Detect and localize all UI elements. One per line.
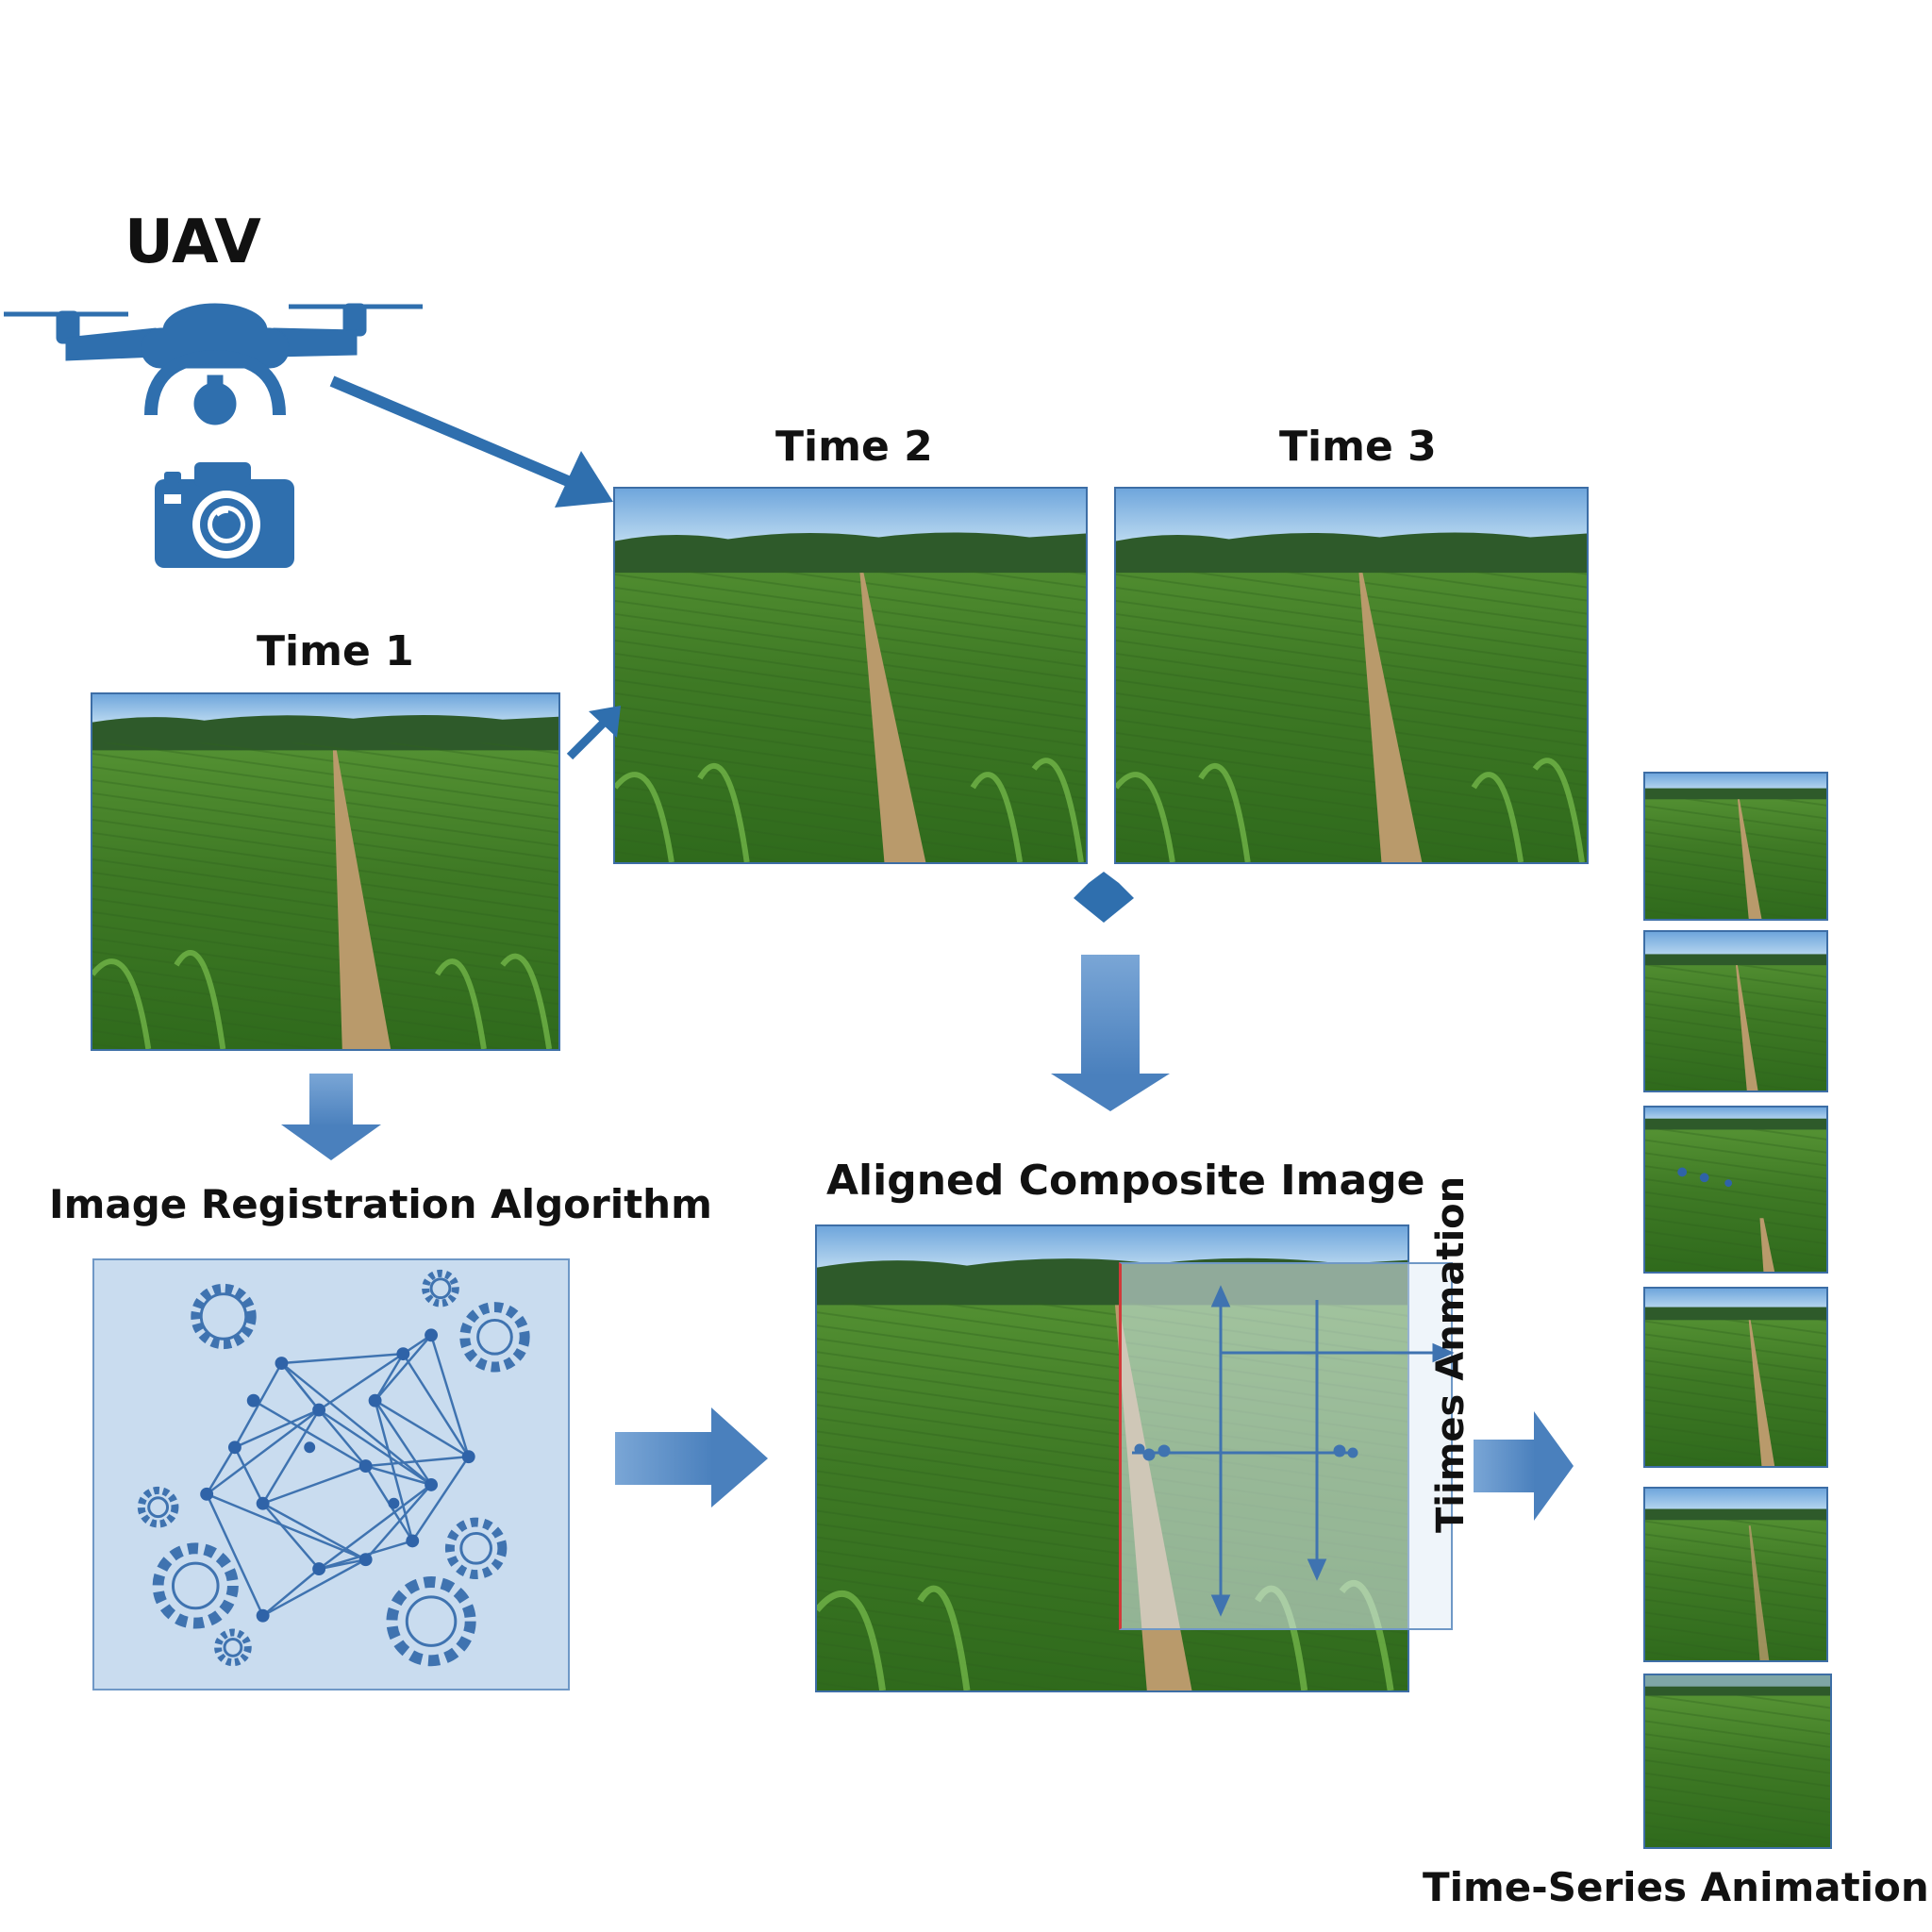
composite-label: Aligned Composite Image xyxy=(826,1157,1425,1205)
aligned-overlay-layer xyxy=(1119,1262,1453,1630)
animation-frame-2 xyxy=(1643,930,1828,1092)
animation-vertical-label: Tiimes Anmation xyxy=(1429,1175,1473,1533)
time2-label: Time 2 xyxy=(775,423,933,471)
drone-icon xyxy=(0,283,434,472)
animation-bottom-label: Time-Series Animation xyxy=(1423,1864,1929,1910)
animation-frame-4 xyxy=(1643,1287,1828,1468)
animation-frame-1 xyxy=(1643,772,1828,921)
time2-field-image xyxy=(613,487,1088,864)
time3-field-image xyxy=(1114,487,1589,864)
registration-panel xyxy=(92,1258,570,1690)
gear-icon xyxy=(191,1283,257,1350)
registration-label: Image Registration Algorithm xyxy=(49,1181,712,1227)
uav-label: UAV xyxy=(125,208,261,277)
registration-to-composite-arrow xyxy=(615,1407,768,1507)
animation-frame-5 xyxy=(1643,1487,1828,1662)
time1-to-time2-arrow xyxy=(566,706,621,760)
merge-diamond-icon xyxy=(1074,872,1134,923)
animation-frame-6 xyxy=(1643,1674,1832,1849)
down-arrow-to-composite xyxy=(1051,955,1170,1111)
camera-icon xyxy=(151,458,302,572)
time1-field-image xyxy=(91,692,560,1051)
network-graph-icon xyxy=(137,1269,530,1667)
uav-to-time2-arrow xyxy=(329,375,613,508)
time1-label: Time 1 xyxy=(257,627,414,675)
time3-label: Time 3 xyxy=(1279,423,1437,471)
alignment-guides xyxy=(1132,1285,1455,1617)
down-arrow-to-registration xyxy=(281,1074,381,1160)
composite-to-animation-arrow xyxy=(1474,1411,1574,1521)
animation-frame-3 xyxy=(1643,1106,1828,1274)
